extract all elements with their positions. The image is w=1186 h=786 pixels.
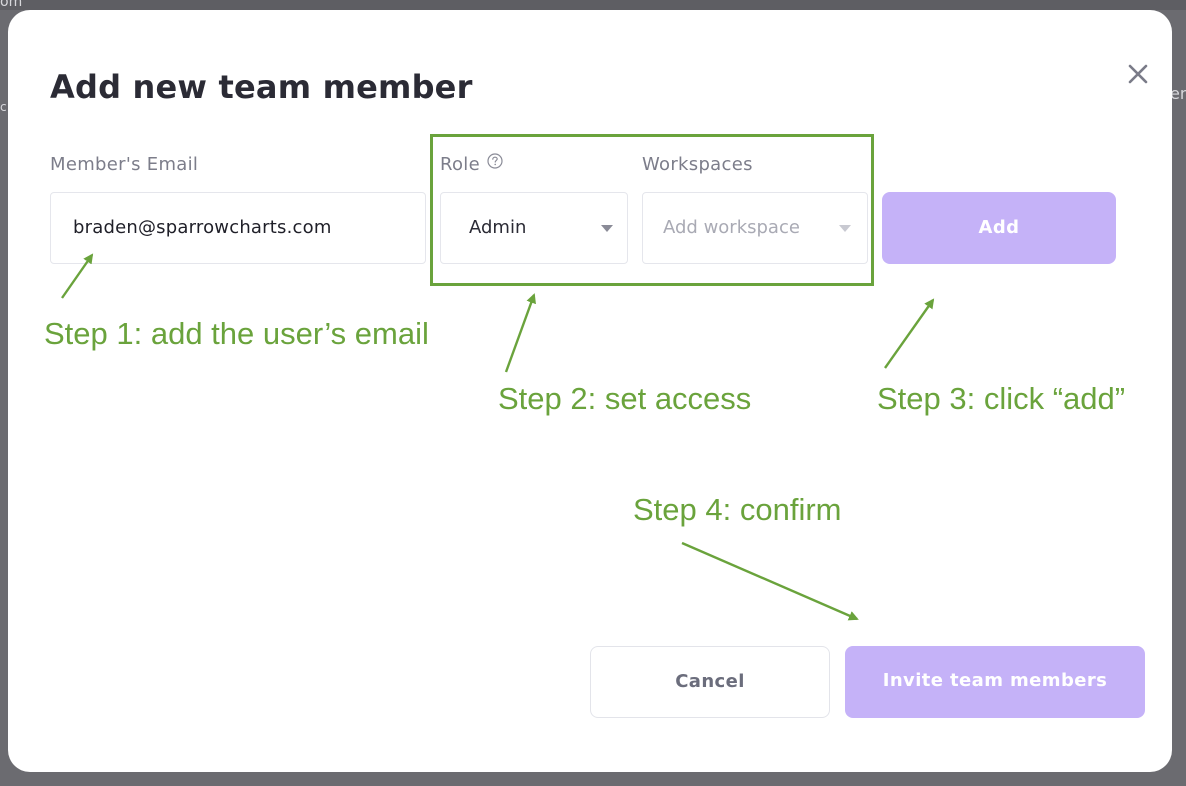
close-icon[interactable] (1124, 60, 1152, 88)
workspaces-select[interactable]: Add workspace (642, 192, 868, 264)
background-text-fragment: c (0, 100, 7, 114)
chevron-down-icon (601, 225, 613, 232)
add-button[interactable]: Add (882, 192, 1116, 264)
background-text-fragment: om (0, 0, 23, 10)
email-field[interactable]: braden@sparrowcharts.com (50, 192, 426, 264)
email-label: Member's Email (50, 154, 199, 175)
workspaces-select-placeholder: Add workspace (663, 217, 800, 238)
role-label: Role (440, 154, 480, 175)
step-1-annotation: Step 1: add the user’s email (44, 316, 429, 351)
invite-team-members-button[interactable]: Invite team members (845, 646, 1145, 718)
background-page-strip (0, 0, 1186, 10)
role-select-value: Admin (469, 217, 527, 238)
step-3-annotation: Step 3: click “add” (877, 381, 1126, 416)
workspaces-label: Workspaces (642, 154, 753, 175)
add-team-member-modal: Add new team member Member's Email brade… (8, 10, 1172, 772)
background-text-fragment: en (1170, 84, 1186, 103)
step-4-annotation: Step 4: confirm (633, 492, 842, 527)
question-circle-icon[interactable] (487, 153, 503, 169)
modal-title: Add new team member (50, 68, 473, 106)
role-select[interactable]: Admin (440, 192, 628, 264)
access-highlight-box (430, 134, 874, 286)
cancel-button[interactable]: Cancel (590, 646, 830, 718)
chevron-down-icon (839, 225, 851, 232)
step-2-annotation: Step 2: set access (498, 381, 752, 416)
